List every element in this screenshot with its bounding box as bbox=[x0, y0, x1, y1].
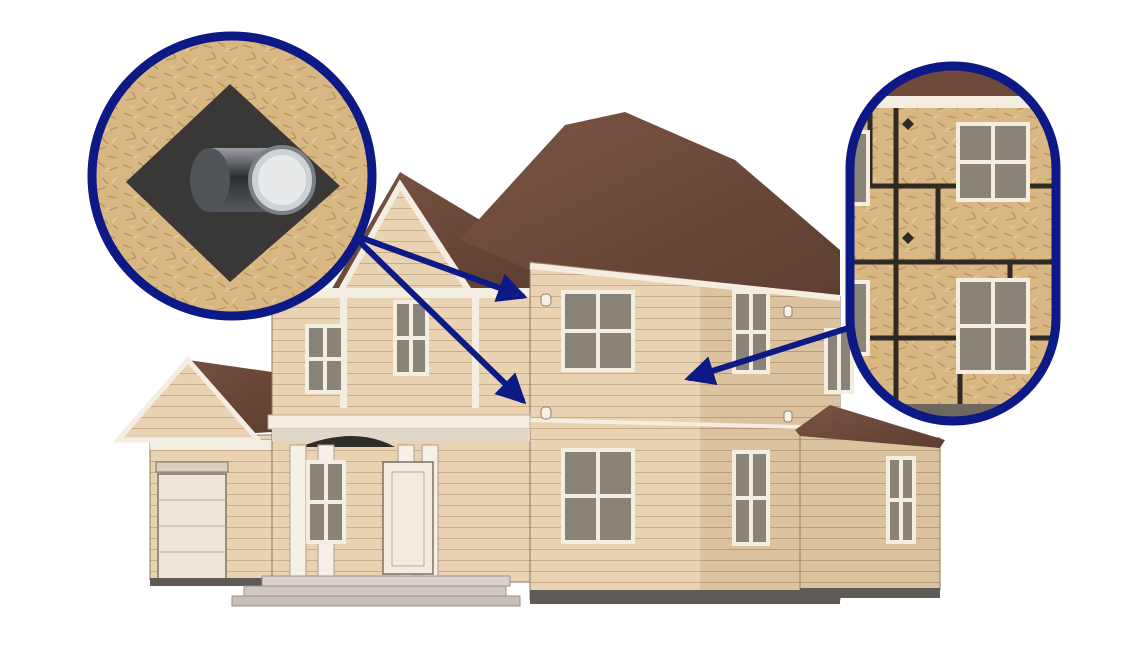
garage bbox=[118, 360, 272, 586]
window bbox=[734, 452, 768, 544]
window bbox=[307, 326, 343, 392]
sheathing-callout bbox=[850, 66, 1056, 421]
window bbox=[888, 458, 914, 542]
window bbox=[395, 302, 427, 374]
window bbox=[563, 292, 633, 370]
pipe-icon bbox=[190, 147, 314, 213]
window bbox=[563, 450, 633, 542]
right-bay bbox=[795, 405, 945, 598]
window bbox=[308, 462, 344, 542]
pipe-flashing-callout bbox=[90, 34, 380, 324]
